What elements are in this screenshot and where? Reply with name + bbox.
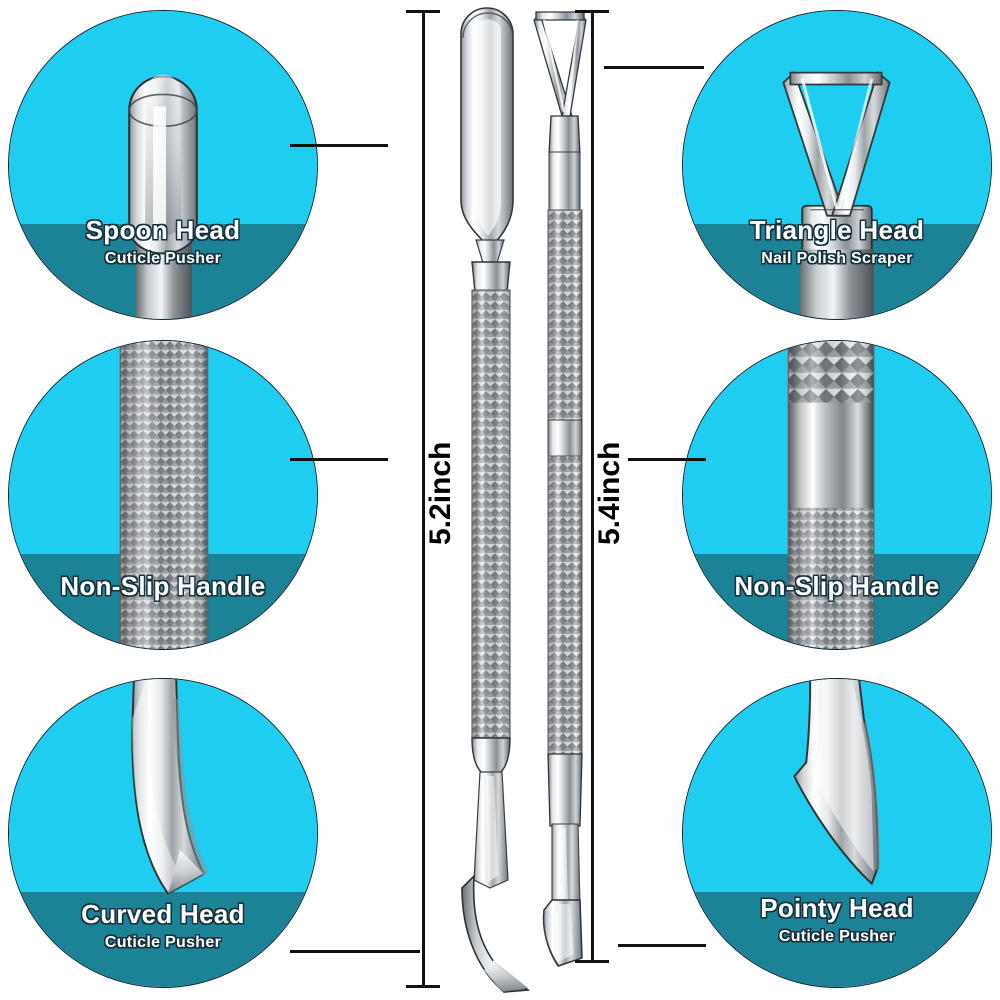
callout-curved-head[interactable]: Curved Head Cuticle Pusher: [8, 678, 318, 988]
left-tool: [432, 4, 552, 996]
right-tool: [518, 4, 628, 974]
leader-line-triangle-head: [604, 66, 704, 69]
dimension-label: 5.4inch: [593, 441, 626, 545]
bubble-lower-fill: [9, 891, 317, 987]
leader-line-spoon-head: [290, 144, 388, 147]
callout-title: Pointy Head: [760, 893, 914, 923]
callout-title: Non-Slip Handle: [60, 571, 266, 601]
dimension-cap-bottom: [575, 960, 609, 963]
callout-non-slip-handle-left[interactable]: Non-Slip Handle: [8, 340, 318, 650]
callout-triangle-head[interactable]: Triangle Head Nail Polish Scraper: [682, 10, 992, 320]
pointy-head-icon: [793, 679, 881, 886]
callout-spoon-head[interactable]: Spoon Head Cuticle Pusher: [8, 10, 318, 320]
curved-head-icon: [131, 679, 209, 895]
leader-line-pointy-head: [618, 944, 706, 947]
leader-line-curved-head: [290, 950, 420, 953]
callout-subtitle: Nail Polish Scraper: [761, 250, 913, 267]
spoon-head-icon: [128, 74, 198, 319]
leader-line-non-slip-handle-right: [628, 458, 706, 461]
callout-pointy-head[interactable]: Pointy Head Cuticle Pusher: [682, 678, 992, 988]
knurled-handle-icon: [119, 341, 209, 649]
bubble-lower-fill: [683, 891, 991, 987]
dimension-line: [422, 10, 425, 985]
callout-subtitle: Cuticle Pusher: [104, 250, 222, 267]
callout-title: Spoon Head: [85, 215, 241, 245]
leader-line-non-slip-handle-left: [290, 458, 388, 461]
dimension-cap-bottom: [406, 985, 440, 988]
knurled-handle-icon: [787, 341, 875, 649]
callout-title: Curved Head: [81, 899, 245, 929]
bubble-upper-fill: [683, 11, 991, 224]
callout-subtitle: Cuticle Pusher: [104, 934, 222, 951]
dimension-label: 5.2inch: [424, 441, 457, 545]
callout-title: Non-Slip Handle: [734, 571, 940, 601]
dimension-line: [591, 10, 594, 960]
triangle-head-icon: [782, 71, 891, 319]
callout-non-slip-handle-right[interactable]: Non-Slip Handle: [682, 340, 992, 650]
callout-title: Triangle Head: [749, 215, 925, 245]
callout-subtitle: Cuticle Pusher: [778, 928, 896, 945]
